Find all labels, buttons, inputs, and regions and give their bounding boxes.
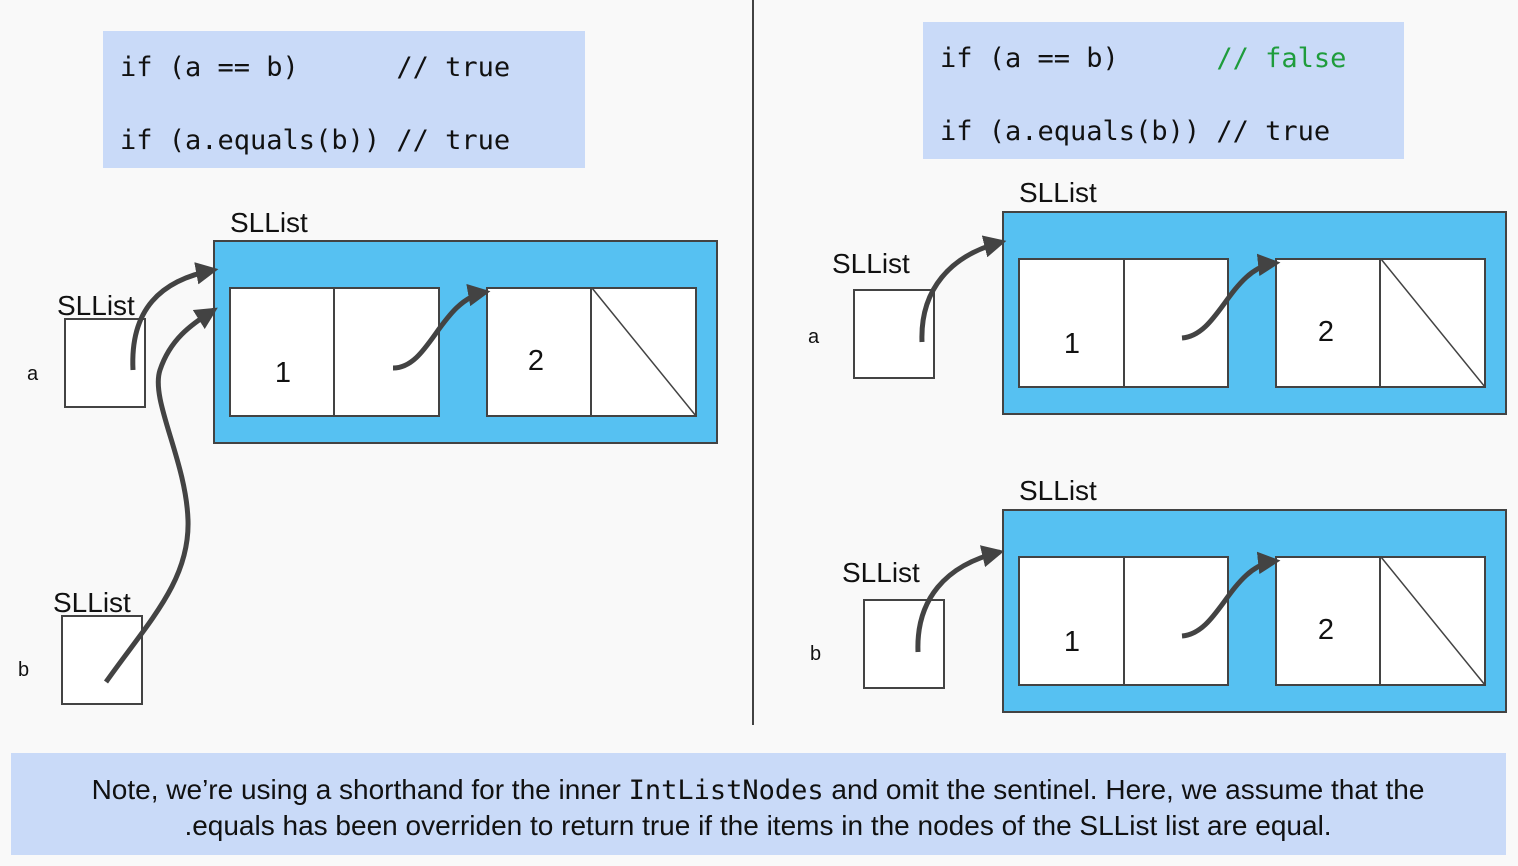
list-b-title: SLList xyxy=(1019,475,1097,506)
null-pointer-slash xyxy=(1380,556,1486,686)
var-b-type: SLList xyxy=(842,557,920,588)
left-panel: if (a == b) // true if (a.equals(b)) // … xyxy=(18,31,718,705)
code-line-2: if (a.equals(b)) // true xyxy=(940,116,1330,147)
null-pointer-slash xyxy=(591,287,697,417)
right-panel: if (a == b) // false if (a.equals(b)) //… xyxy=(808,22,1507,713)
var-a-name: a xyxy=(27,363,39,385)
var-a-name: a xyxy=(808,326,820,348)
list-title: SLList xyxy=(230,207,308,238)
next-pointer-arrow xyxy=(1181,253,1281,341)
code-line-2: if (a.equals(b)) // true xyxy=(120,125,510,156)
code-box-right xyxy=(923,22,1404,159)
var-b-type: SLList xyxy=(53,587,131,618)
node-1-item: 1 xyxy=(275,357,291,389)
list-a-title: SLList xyxy=(1019,177,1097,208)
code-line-1: if (a == b) // true xyxy=(120,52,510,83)
var-b-box xyxy=(863,599,945,689)
node-2-item: 2 xyxy=(1318,614,1334,646)
var-a-type: SLList xyxy=(832,248,910,279)
node-2-item: 2 xyxy=(528,345,544,377)
node-1-item: 1 xyxy=(1064,328,1080,360)
node-2-item: 2 xyxy=(1318,316,1334,348)
var-b-box xyxy=(61,615,143,705)
null-pointer-slash xyxy=(1380,258,1486,388)
a-pointer-arrow xyxy=(919,235,1007,343)
note-line-1: Note, we’re using a shorthand for the in… xyxy=(92,774,1425,806)
next-pointer-arrow xyxy=(1181,551,1281,639)
note-line-2: .equals has been overriden to return tru… xyxy=(184,810,1331,841)
node-1-item: 1 xyxy=(1064,626,1080,658)
b-pointer-arrow xyxy=(103,307,218,684)
note-box: Note, we’re using a shorthand for the in… xyxy=(11,753,1506,855)
code-line-1: if (a == b) // false xyxy=(940,43,1346,74)
var-b-name: b xyxy=(810,643,821,665)
a-pointer-arrow xyxy=(130,262,219,371)
next-pointer-arrow xyxy=(392,284,491,371)
code-box-left xyxy=(103,31,585,168)
var-b-name: b xyxy=(18,659,29,681)
var-a-type: SLList xyxy=(57,290,135,321)
b-pointer-arrow xyxy=(915,545,1005,653)
